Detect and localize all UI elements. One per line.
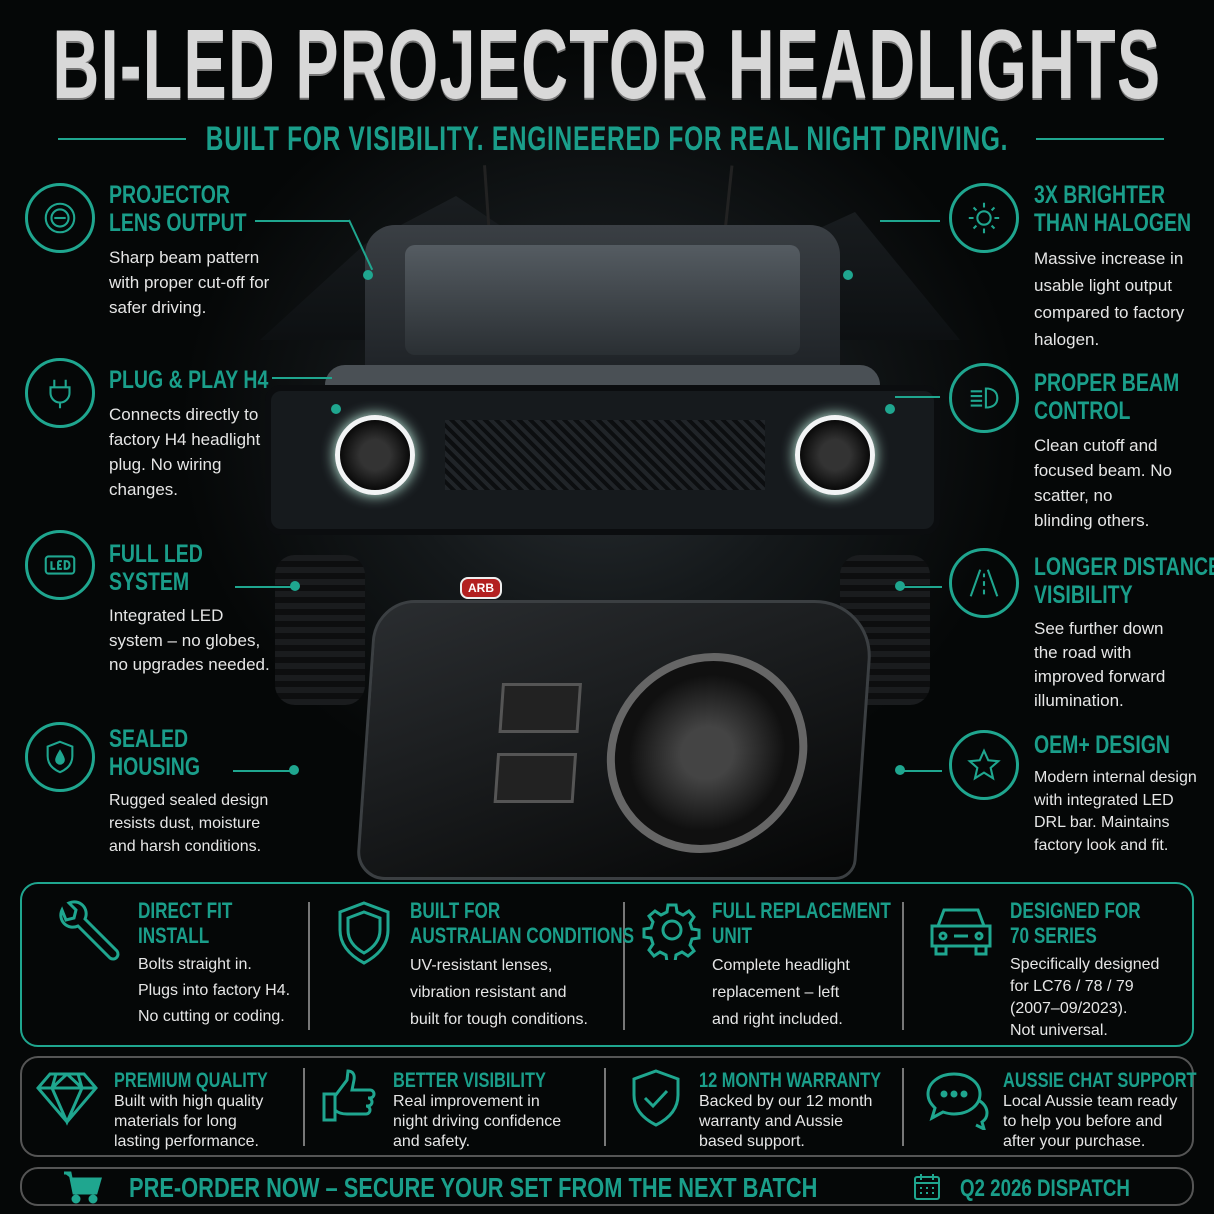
- cart-icon: [62, 1170, 102, 1209]
- gear-icon: [642, 900, 702, 965]
- divider: [1036, 138, 1164, 140]
- feature-oem-design: OEM+ DESIGN Modern internal design with …: [1034, 731, 1197, 854]
- page-title: BI-LED PROJECTOR HEADLIGHTS: [52, 9, 1162, 119]
- truck-image: ARB: [265, 165, 940, 705]
- low-beam-icon: [949, 363, 1019, 433]
- headlight-right: [795, 415, 875, 495]
- shield-drop-icon: [25, 722, 95, 792]
- divider: [58, 138, 186, 140]
- preorder-text[interactable]: PRE-ORDER NOW – SECURE YOUR SET FROM THE…: [129, 1172, 818, 1203]
- assurance-chat-support: AUSSIE CHAT SUPPORT Local Aussie team re…: [1003, 1069, 1197, 1151]
- diamond-icon: [36, 1070, 98, 1131]
- shield-icon: [335, 900, 393, 971]
- led-icon: [25, 530, 95, 600]
- preorder-bar[interactable]: [20, 1167, 1194, 1206]
- assurance-warranty: 12 MONTH WARRANTY Backed by our 12 month…: [699, 1069, 882, 1151]
- plug-icon: [25, 358, 95, 428]
- feature-plug-play: PLUG & PLAY H4 Connects directly to fact…: [109, 366, 269, 499]
- lens-icon: [25, 183, 95, 253]
- road-icon: [949, 548, 1019, 618]
- subtitle: BUILT FOR VISIBILITY. ENGINEERED FOR REA…: [205, 120, 1009, 158]
- brand-badge: ARB: [460, 577, 502, 599]
- headlight-product-image: [355, 600, 875, 880]
- star-icon: [949, 730, 1019, 800]
- shield-check-icon: [630, 1068, 682, 1133]
- sun-icon: [949, 183, 1019, 253]
- headlight-left: [335, 415, 415, 495]
- chat-icon: [924, 1070, 990, 1135]
- calendar-icon: [913, 1173, 941, 1206]
- thumbs-up-icon: [322, 1068, 378, 1131]
- dispatch-text: Q2 2026 DISPATCH: [960, 1175, 1130, 1202]
- assurances-panel: [20, 1056, 1194, 1157]
- car-icon: [928, 902, 994, 963]
- wrench-icon: [52, 898, 122, 973]
- benefits-panel: [20, 882, 1194, 1047]
